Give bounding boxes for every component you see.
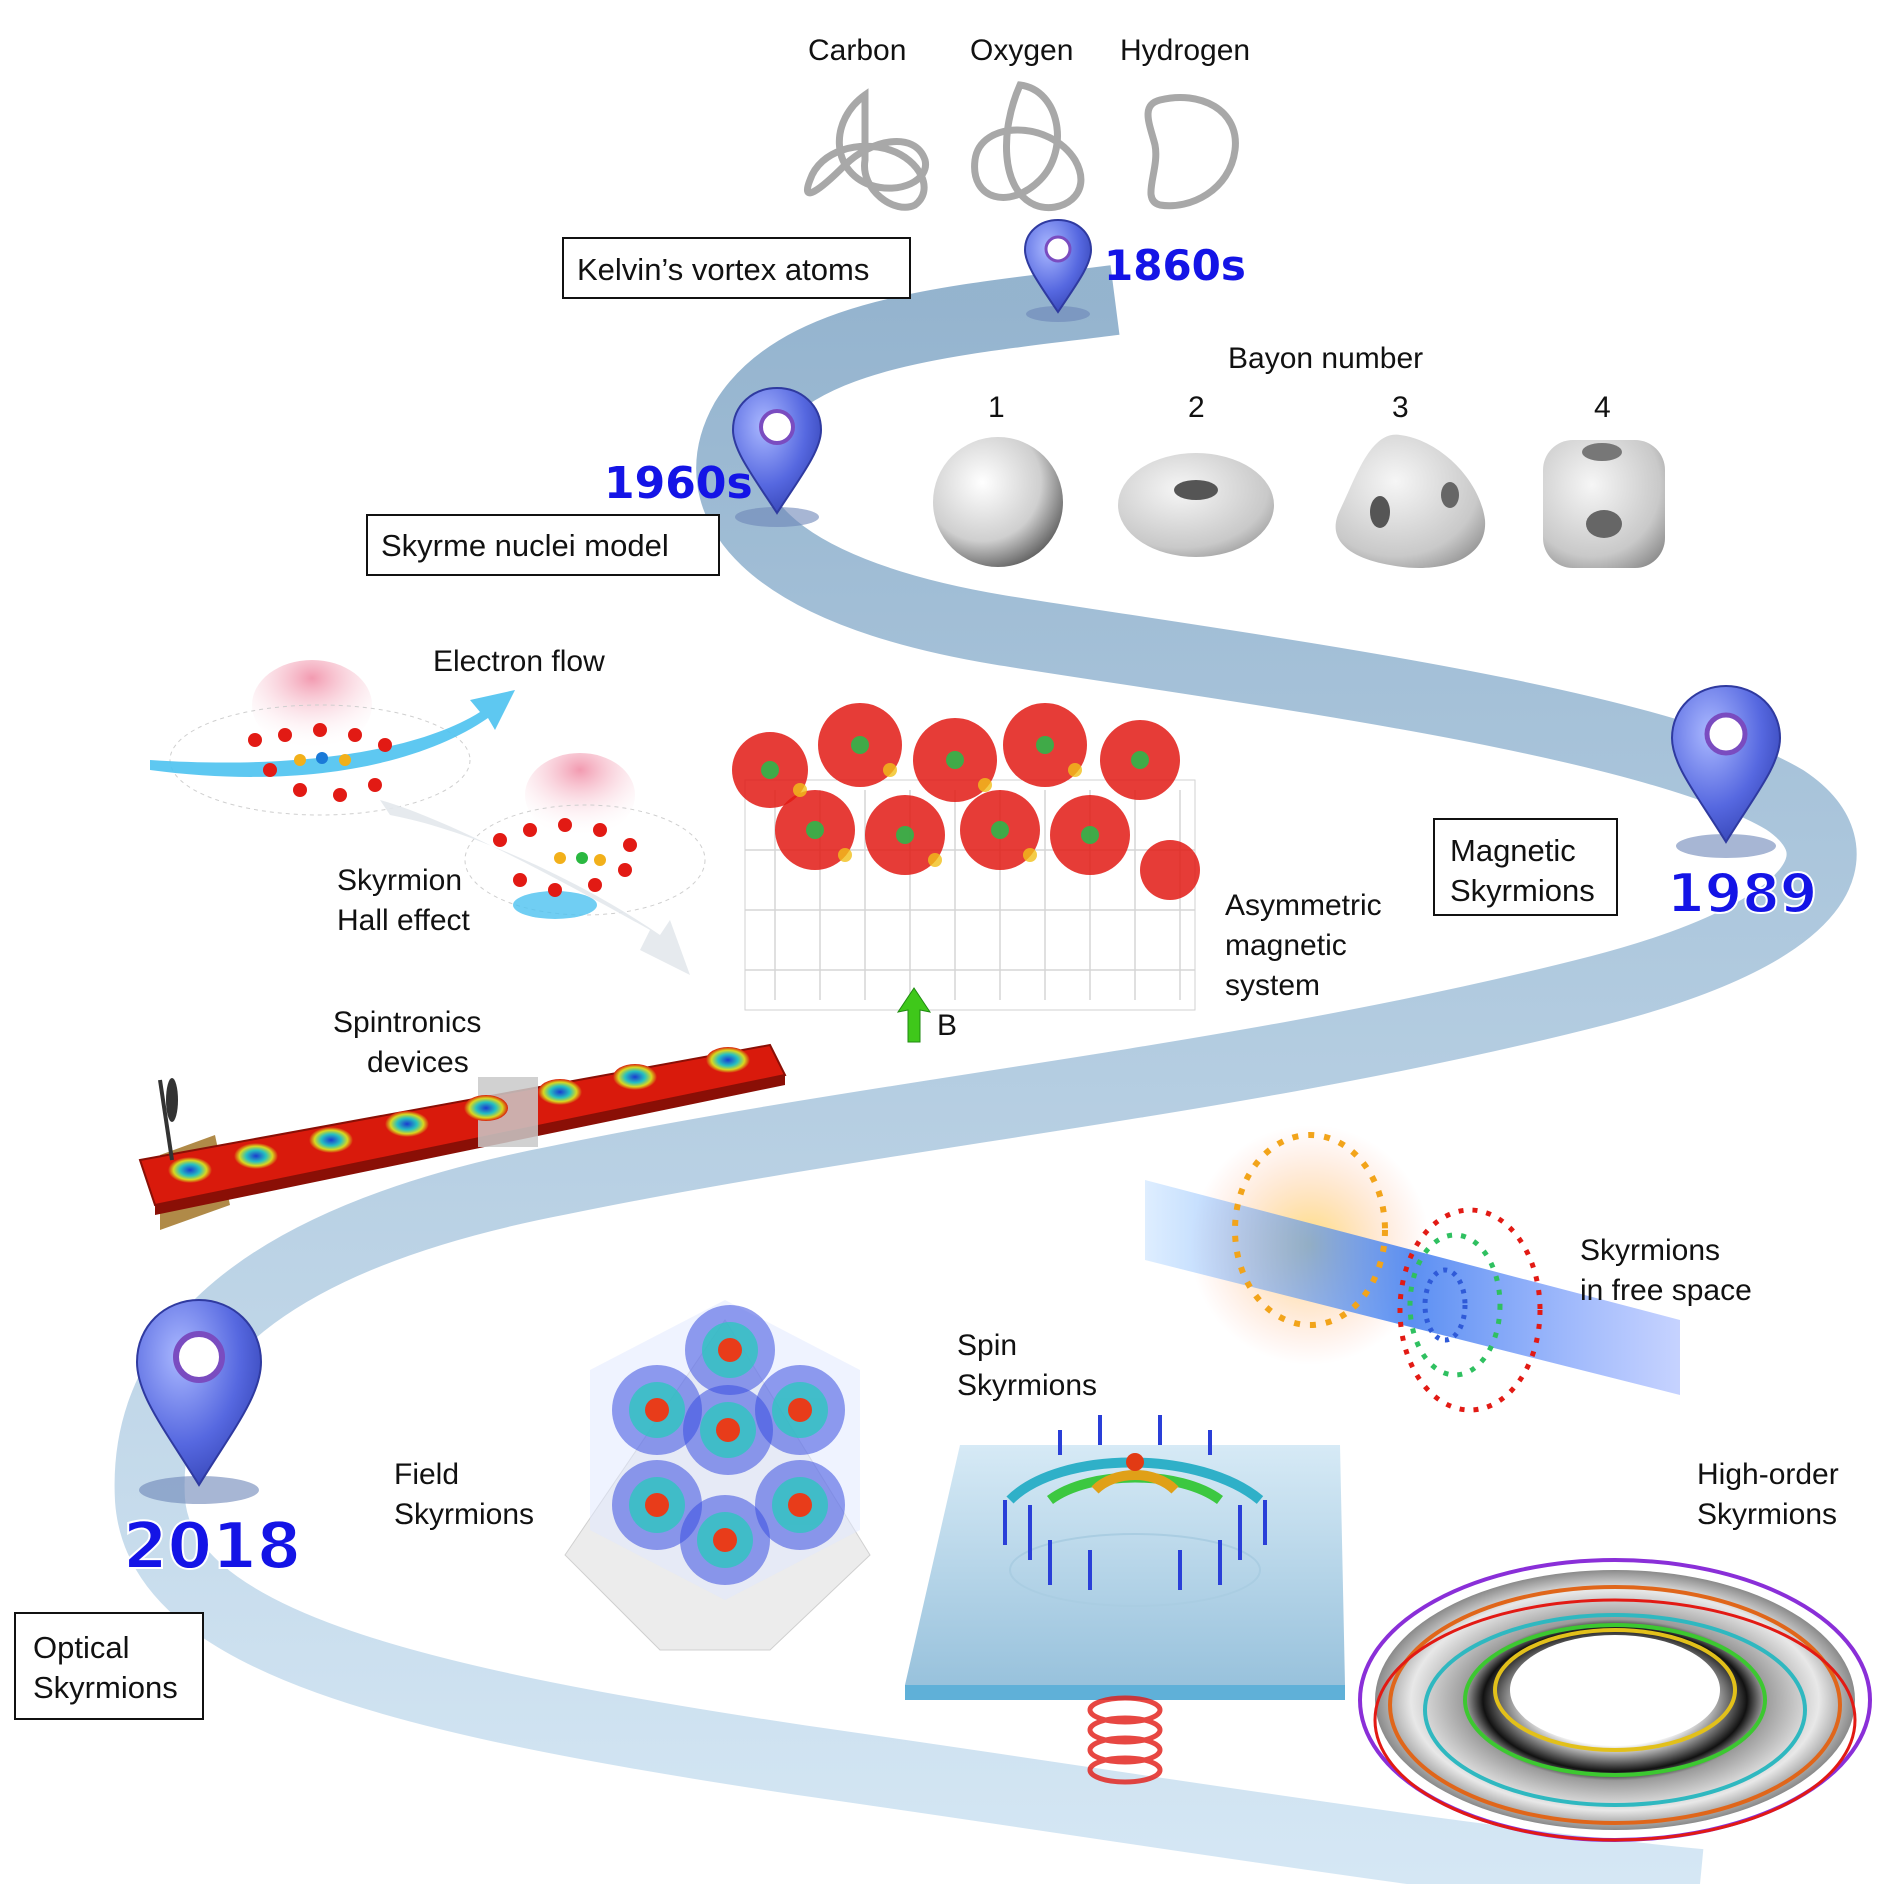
asymmetric-label-line3: system [1225,969,1320,1002]
baryon-number-2: 2 [1188,391,1205,424]
baryon-title: Bayon number [1228,342,1423,375]
field-skyrmions-line2: Skyrmions [394,1498,534,1531]
asymmetric-label-line2: magnetic [1225,929,1347,962]
spin-skyrmions-line2: Skyrmions [957,1369,1097,1402]
baryon-number-1: 1 [988,391,1005,424]
skyrmion-hall-effect-illustration [150,660,706,975]
pin-1960s-icon [731,386,823,527]
hall-effect-label-line2: Hall effect [337,904,471,937]
high-order-line2: Skyrmions [1697,1498,1837,1531]
hall-spin-dots [248,723,637,897]
high-order-line1: High-order [1697,1458,1839,1491]
high-order-skyrmions-illustration [1358,1558,1872,1842]
timeline-road [114,265,1857,1884]
asymmetric-label-line1: Asymmetric [1225,889,1382,922]
optical-box [14,1612,204,1720]
baryon-tetrahedron-icon [1335,434,1486,568]
skyrme-box-label: Skyrme nuclei model [381,528,669,563]
electron-flow-arrow-icon [150,690,515,777]
magnetic-box [1433,818,1618,916]
electron-flow-label: Electron flow [433,645,605,678]
kelvin-box-label: Kelvin’s vortex atoms [577,252,869,287]
hall-effect-label-line1: Skyrmion [337,864,462,897]
magnetic-box-line2: Skyrmions [1450,873,1595,908]
free-space-line1: Skyrmions [1580,1234,1720,1267]
pin-1860s-icon [1023,218,1093,322]
hydrogen-knot-icon [1144,93,1239,210]
optical-box-line2: Skyrmions [33,1670,178,1705]
spintronics-label-line2: devices [367,1046,469,1079]
year-1989: 1989 [1667,862,1817,925]
spintronics-label-line1: Spintronics [333,1006,481,1039]
year-2018: 2018 [123,1510,301,1584]
baryon-number-4: 4 [1594,391,1611,424]
spintronics-device-illustration [138,1043,787,1230]
year-1960s: 1960s [604,458,753,509]
pin-2018-icon [135,1298,263,1504]
spin-helix-icon [1087,1695,1163,1785]
knot-label-hydrogen: Hydrogen [1120,34,1250,67]
baryon-sphere-icon [933,437,1063,567]
free-space-line2: in free space [1580,1274,1752,1307]
optical-box-line1: Optical [33,1630,129,1665]
baryon-cube-icon [1543,440,1665,568]
year-1860s: 1860s [1104,241,1246,290]
skyrme-section: Bayon number 1 2 3 4 1960s Skyrme nuclei… [366,342,1665,576]
road-band [114,265,1857,1884]
skyrme-box [366,514,720,576]
knot-label-oxygen: Oxygen [970,34,1073,67]
spin-arrow-field [1003,1415,1267,1590]
asymmetric-lattice-illustration [732,703,1200,1011]
magnetic-box-line1: Magnetic [1450,833,1576,868]
spin-skyrmions-line1: Spin [957,1329,1017,1362]
kelvin-section: Carbon Oxygen Hydrogen Kelvin’s vortex a… [562,34,1250,322]
pin-1989-icon [1670,684,1782,858]
optical-section: 2018 Optical Skyrmions [14,1125,1872,1842]
knot-label-carbon: Carbon [808,34,906,67]
free-space-skyrmions-illustration [1145,1125,1680,1413]
baryon-number-3: 3 [1392,391,1409,424]
field-b-label: B [937,1009,957,1042]
magnetic-section: Electron flow Skyrmion Hall effect [138,645,1818,1230]
kelvin-box [562,237,911,299]
field-b-arrow-icon [896,987,932,1043]
baryon-torus-icon [1118,453,1274,557]
oxygen-knot-icon [971,81,1085,212]
device-skyrmions [168,1047,750,1183]
spin-skyrmions-illustration [905,1415,1345,1785]
carbon-knot-icon [803,88,929,211]
field-skyrmions-illustration [564,1300,871,1651]
field-skyrmions-line1: Field [394,1458,459,1491]
